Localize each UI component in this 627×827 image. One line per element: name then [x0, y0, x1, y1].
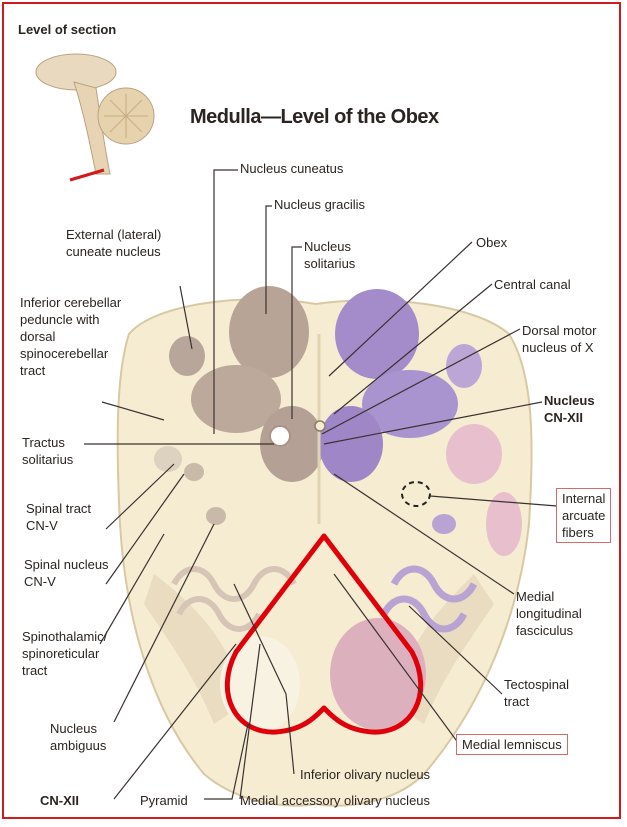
label-obex: Obex — [476, 234, 507, 251]
label-inferior-cerebellar-peduncle: Inferior cerebellar peduncle with dorsal… — [20, 294, 121, 379]
label-nucleus-solitarius: Nucleus solitarius — [304, 238, 355, 272]
label-pyramid: Pyramid — [140, 792, 188, 809]
label-nucleus-cn-xii: Nucleus CN-XII — [544, 392, 595, 426]
label-external-cuneate: External (lateral) cuneate nucleus — [66, 226, 161, 260]
brain-sketch-icon — [36, 54, 154, 180]
label-medial-lemniscus: Medial lemniscus — [456, 734, 568, 755]
label-medial-accessory-olivary: Medial accessory olivary nucleus — [240, 792, 430, 809]
label-tractus-solitarius: Tractus solitarius — [22, 434, 73, 468]
label-spinal-nucleus-cn-v: Spinal nucleus CN-V — [24, 556, 109, 590]
label-internal-arcuate-fibers: Internal arcuate fibers — [556, 488, 611, 543]
label-spinothalamic-tract: Spinothalamic/ spinoreticular tract — [22, 628, 107, 679]
label-cn-xii: CN-XII — [40, 792, 79, 809]
label-inferior-olivary-nucleus: Inferior olivary nucleus — [300, 766, 430, 783]
label-spinal-tract-cn-v: Spinal tract CN-V — [26, 500, 91, 534]
figure-frame: Level of section Medulla—Level of the Ob… — [2, 2, 621, 819]
label-medial-longitudinal-fasciculus: Medial longitudinal fasciculus — [516, 588, 582, 639]
label-dorsal-motor-nucleus: Dorsal motor nucleus of X — [522, 322, 596, 356]
label-nucleus-cuneatus: Nucleus cuneatus — [240, 160, 343, 177]
label-central-canal: Central canal — [494, 276, 571, 293]
label-tectospinal-tract: Tectospinal tract — [504, 676, 569, 710]
label-nucleus-ambiguus: Nucleus ambiguus — [50, 720, 106, 754]
label-nucleus-gracilis: Nucleus gracilis — [274, 196, 365, 213]
